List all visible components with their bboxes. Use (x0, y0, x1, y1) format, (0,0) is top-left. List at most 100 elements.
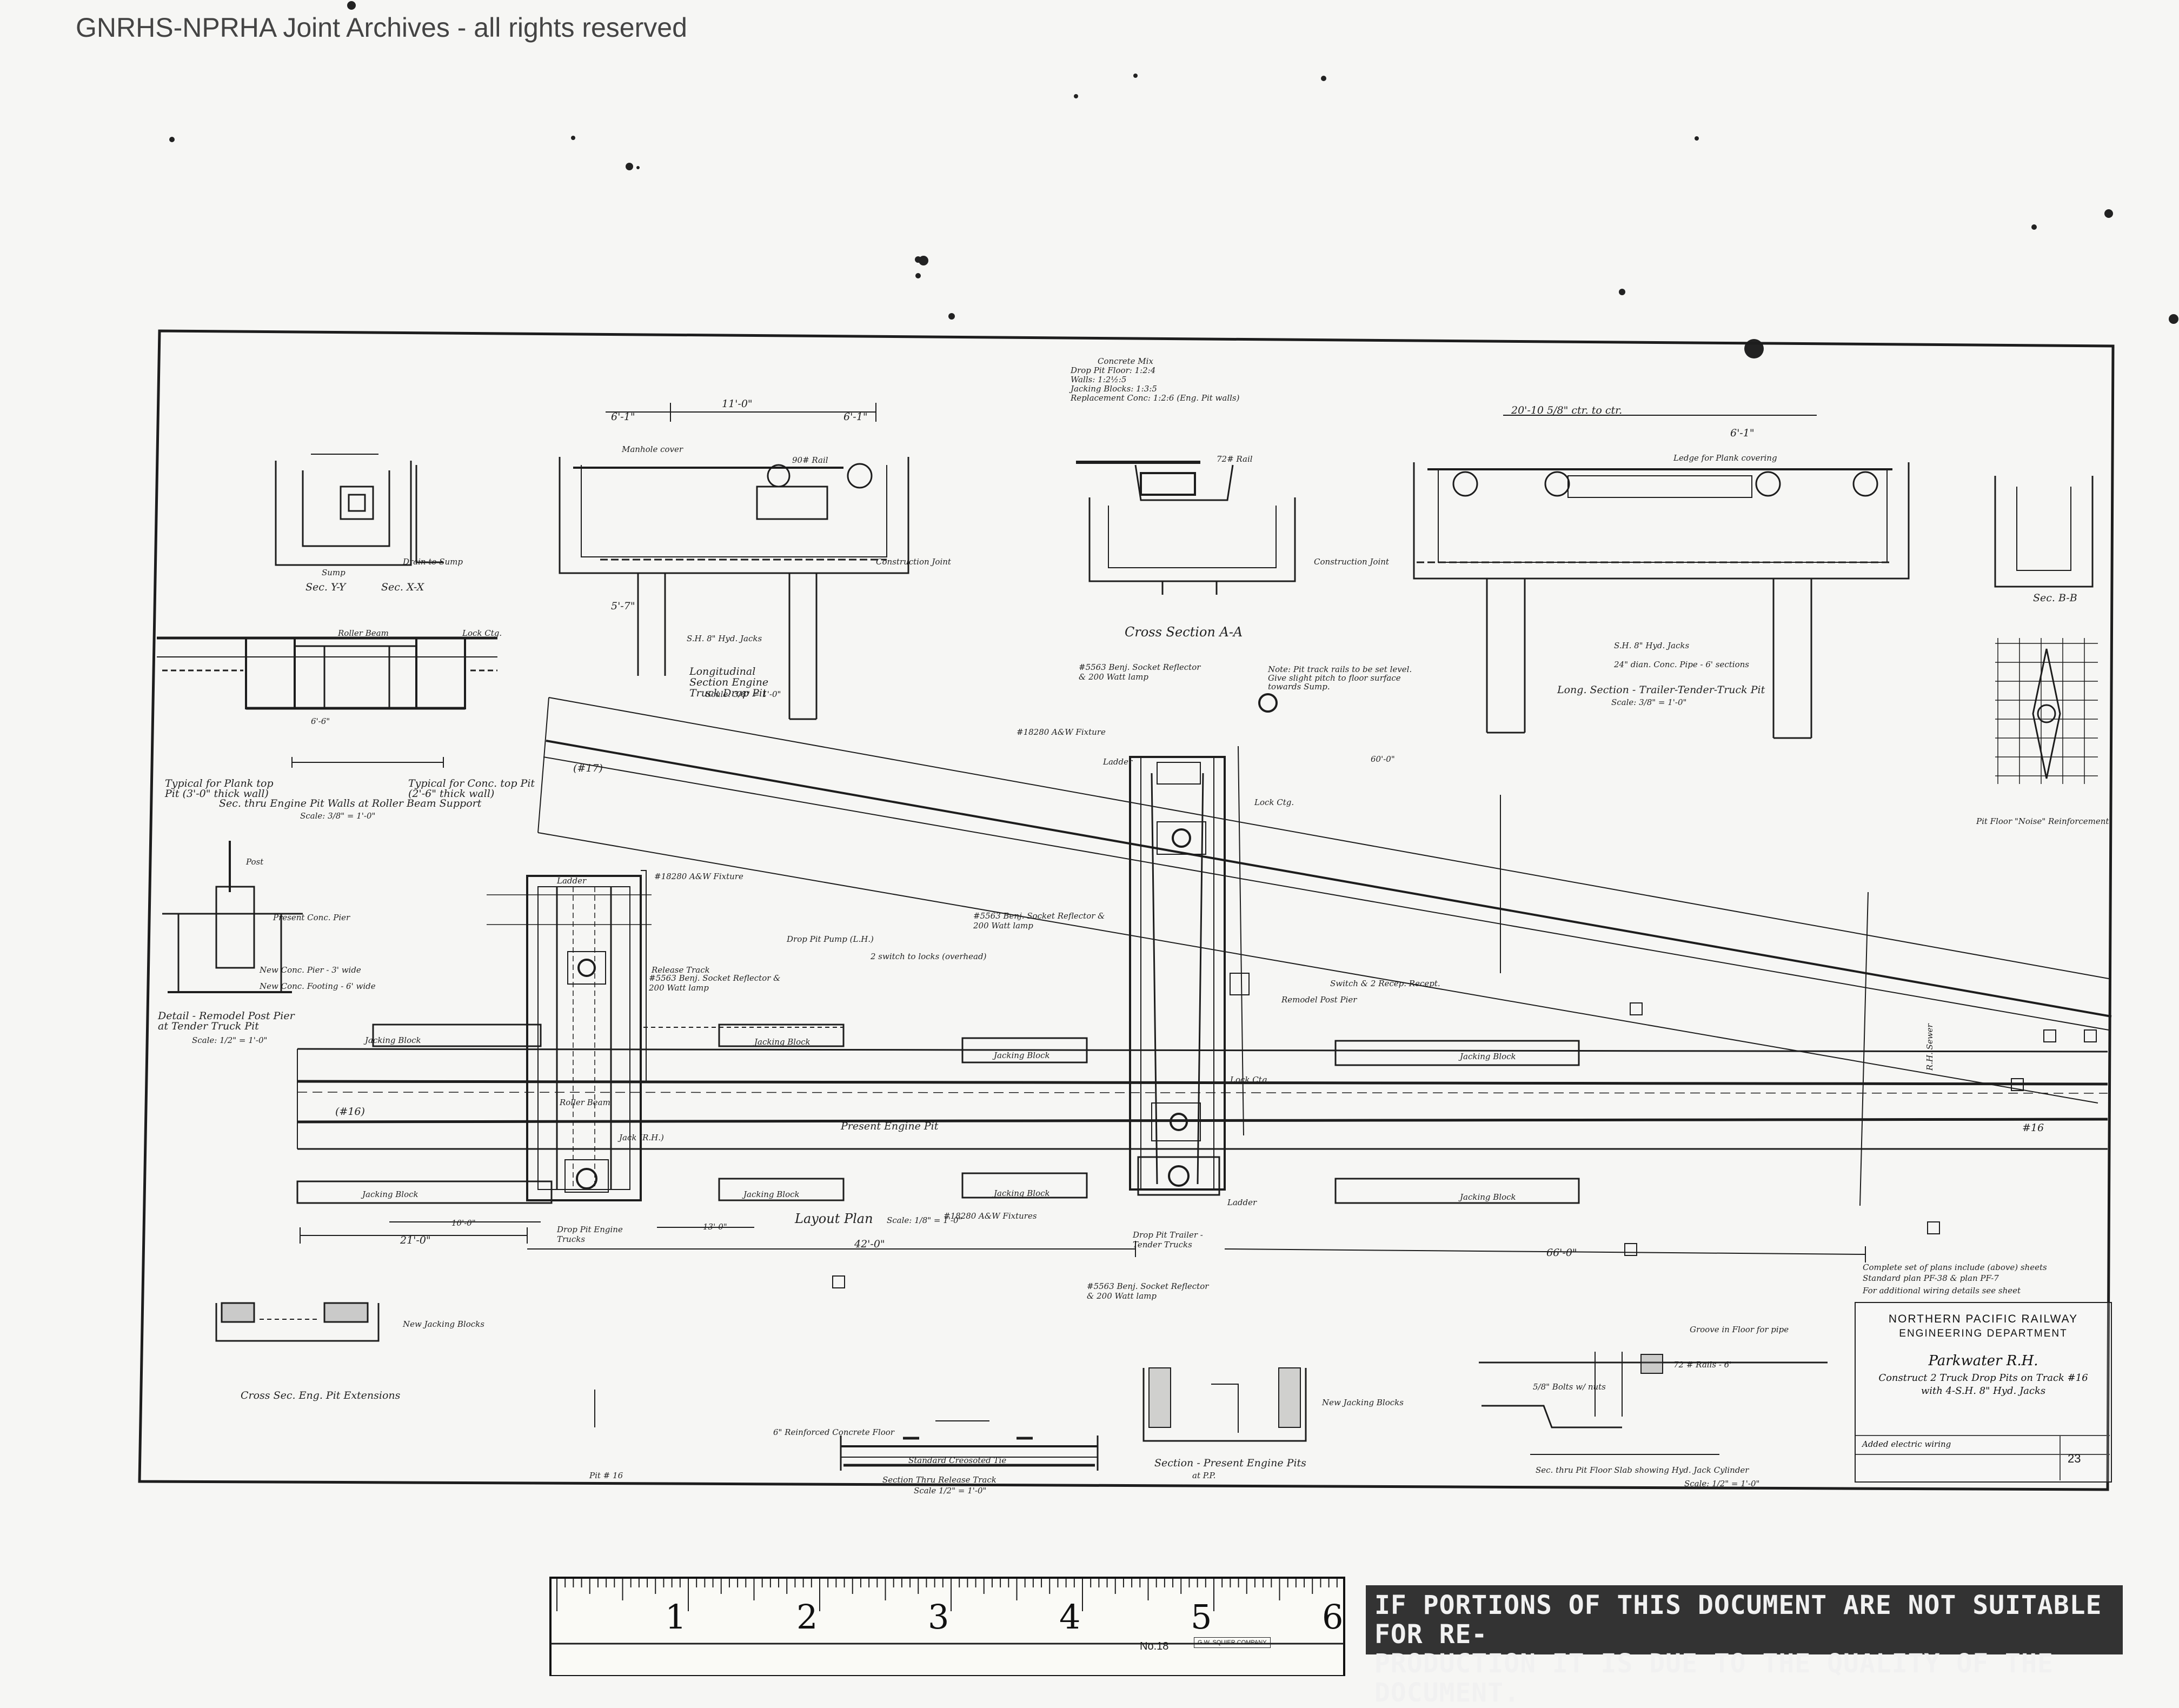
new-jacking-blocks-note: New Jacking Blocks (403, 1319, 484, 1329)
construction-joint-note: Construction Joint (1314, 557, 1389, 567)
general-note-wiring: For additional wiring details see sheet (1863, 1286, 2021, 1295)
title-block-location: Parkwater R.H. (1928, 1353, 2038, 1369)
title-block-revision: Added electric wiring (1862, 1439, 1951, 1449)
track-16-label: (#16) (335, 1106, 365, 1118)
concrete-mix-row: Walls: 1:2½:5 (1071, 375, 1127, 384)
roller-beam-note: Roller Beam (338, 628, 389, 638)
detail-post-scale: Scale: 1/2" = 1'-0" (192, 1035, 268, 1045)
pit-floor-reinforcement-label: Pit Floor "Noise" Reinforcement (1976, 816, 2109, 826)
disclaimer-line-2: PRODUCTION IT IS DUE TO THE QUALITY OF T… (1374, 1649, 2054, 1708)
drop-pit-trailer-label: Drop Pit Trailer - Tender Trucks (1133, 1230, 1203, 1250)
fixture-note: #18280 A&W Fixtures (944, 1211, 1037, 1221)
dim-callout: 20'-10 5/8" ctr. to ctr. (1511, 404, 1623, 416)
rail-90-note: 90# Rail (792, 455, 828, 465)
ruler-graphic (549, 1577, 1345, 1676)
dim-callout: 5'-7" (611, 600, 635, 612)
sec-thru-engine-pit-walls (157, 636, 497, 768)
fixture-note: #18280 A&W Fixture (1017, 727, 1106, 737)
reflector-note: #5563 Benj. Socket Reflector & 200 Watt … (973, 911, 1105, 931)
long-section-engine-scale: Scale: 3/8" = 1'-0" (706, 689, 781, 699)
new-conc-footing-note: New Conc. Footing - 6' wide (260, 981, 376, 991)
cross-section-aa (1076, 461, 1296, 595)
dim-callout: 21'-0" (400, 1234, 431, 1246)
rh-sewer-note: R.H. Sewer (1925, 1024, 1935, 1071)
title-block-description: Construct 2 Truck Drop Pits on Track #16 (1878, 1372, 2088, 1384)
reflector-note: #5563 Benj. Socket Reflector & 200 Watt … (1079, 662, 1201, 682)
jacking-block-label: Jacking Block (362, 1189, 418, 1199)
lock-ctg-note: Lock Ctg. (462, 628, 502, 638)
scan-noise (169, 1, 2178, 358)
plan-markers (832, 1002, 2097, 1288)
scale-ruler: 1 2 3 4 5 6 No.18 G.W. SQUIER COMPANY (550, 1578, 1344, 1676)
dim-callout: 6'-1" (843, 411, 868, 423)
jacking-block-label: Jacking Block (1460, 1052, 1516, 1061)
general-note-standard: Standard plan PF-38 & plan PF-7 (1863, 1273, 1999, 1283)
pit-number-note: Pit # 16 (589, 1471, 623, 1480)
track-17-label: (#17) (573, 762, 603, 774)
pit-track-note: Note: Pit track rails to be set level. G… (1268, 664, 1412, 692)
layout-plan-scale: Scale: 1/8" = 1'-0" (887, 1215, 962, 1225)
jacking-block-label: Jacking Block (365, 1035, 421, 1045)
dim-callout: 13'-0" (703, 1222, 727, 1232)
cross-sec-eng-pit-title: Cross Sec. Eng. Pit Extensions (241, 1390, 401, 1401)
jacking-block-label: Jacking Block (1460, 1192, 1516, 1202)
detail-remodel-post-pier (162, 841, 303, 993)
ledge-note: Ledge for Plank covering (1673, 453, 1777, 463)
long-section-trailer-pit (1413, 415, 1910, 739)
title-block-department: ENGINEERING DEPARTMENT (1899, 1328, 2068, 1339)
sump-note: Sump (322, 568, 346, 577)
post-note: Post (246, 857, 264, 867)
reproduction-disclaimer: IF PORTIONS OF THIS DOCUMENT ARE NOT SUI… (1366, 1585, 2123, 1707)
long-section-trailer-title: Long. Section - Trailer-Tender-Truck Pit (1557, 684, 1765, 696)
dim-callout: 60'-0" (1371, 754, 1395, 764)
sec-xx-label: Sec. X-X (381, 581, 424, 593)
switch-receptacle-note: Switch & 2 Recep. Recept. (1330, 979, 1440, 988)
concrete-mix-row: Jacking Blocks: 1:3:5 (1071, 384, 1157, 394)
dim-callout: 6'-1" (611, 411, 635, 423)
ruler-number: 5 (1191, 1597, 1212, 1637)
dim-callout: 6'-6" (311, 716, 330, 726)
lock-ctg-note: Lock Ctg. (1230, 1075, 1270, 1085)
archive-watermark: GNRHS-NPRHA Joint Archives - all rights … (76, 12, 687, 43)
section-release-track-scale: Scale 1/2" = 1'-0" (914, 1486, 987, 1496)
new-conc-pier-note: New Conc. Pier - 3' wide (260, 965, 361, 975)
cross-section-aa-title: Cross Section A-A (1125, 624, 1243, 640)
reflector-note: #5563 Benj. Socket Reflector & 200 Watt … (649, 973, 781, 993)
ruler-number: 4 (1059, 1597, 1081, 1637)
long-section-engine-title: Longitudinal Section Engine Truck Drop P… (689, 666, 769, 699)
fixture-note: #18280 A&W Fixture (654, 872, 743, 881)
drop-pit-engine-label: Drop Pit Engine Trucks (557, 1225, 623, 1244)
plan-dimension-lines (300, 1027, 1866, 1262)
section-present-pits-at: at P.P. (1192, 1471, 1216, 1480)
ruler-model: No.18 (1140, 1640, 1169, 1652)
drain-sump-note: Drain to Sump (403, 557, 463, 567)
drop-pit-pump-note: Drop Pit Pump (L.H.) (787, 934, 874, 944)
sheet-border (138, 329, 2115, 1491)
sec-thru-engine-pit-scale: Scale: 3/8" = 1'-0" (300, 811, 376, 821)
sec-yy-label: Sec. Y-Y (305, 581, 346, 593)
ladder-note: Ladder (1103, 757, 1133, 767)
lock-ctg-note: Lock Ctg. (1254, 797, 1294, 807)
jacking-block-label: Jacking Block (743, 1189, 800, 1199)
reflector-note: #5563 Benj. Socket Reflector & 200 Watt … (1087, 1281, 1209, 1301)
disclaimer-line-1: IF PORTIONS OF THIS DOCUMENT ARE NOT SUI… (1374, 1590, 2102, 1650)
layout-plan-title: Layout Plan (795, 1211, 873, 1226)
manhole-cover-note: Manhole cover (622, 444, 683, 454)
ruler-number: 6 (1322, 1597, 1344, 1637)
present-engine-pit-label: Present Engine Pit (841, 1120, 939, 1132)
sec-thru-floor-slab-scale: Scale: 1/2" = 1'-0" (1684, 1479, 1760, 1488)
present-conc-pier-note: Present Conc. Pier (273, 913, 350, 922)
ladder-note: Ladder (1227, 1198, 1257, 1207)
jacking-block-label: Jacking Block (994, 1188, 1050, 1198)
concrete-mix-table: Concrete Mix Drop Pit Floor: 1:2:4 Walls… (1071, 357, 1239, 403)
typical-conc-label: Typical for Conc. top Pit (2'-6" thick w… (408, 777, 535, 800)
ruler-number: 1 (665, 1597, 687, 1637)
title-block: NORTHERN PACIFIC RAILWAY ENGINEERING DEP… (1855, 1302, 2112, 1483)
cross-sec-eng-pit-extensions (215, 1302, 595, 1427)
standard-tie-label: Standard Creosoted Tie (908, 1456, 1007, 1465)
section-release-track (840, 1420, 1099, 1471)
sec-yy-xx-detail (275, 454, 443, 566)
ruler-brand: G.W. SQUIER COMPANY (1194, 1637, 1271, 1648)
dim-callout: 10'-0" (451, 1218, 476, 1228)
